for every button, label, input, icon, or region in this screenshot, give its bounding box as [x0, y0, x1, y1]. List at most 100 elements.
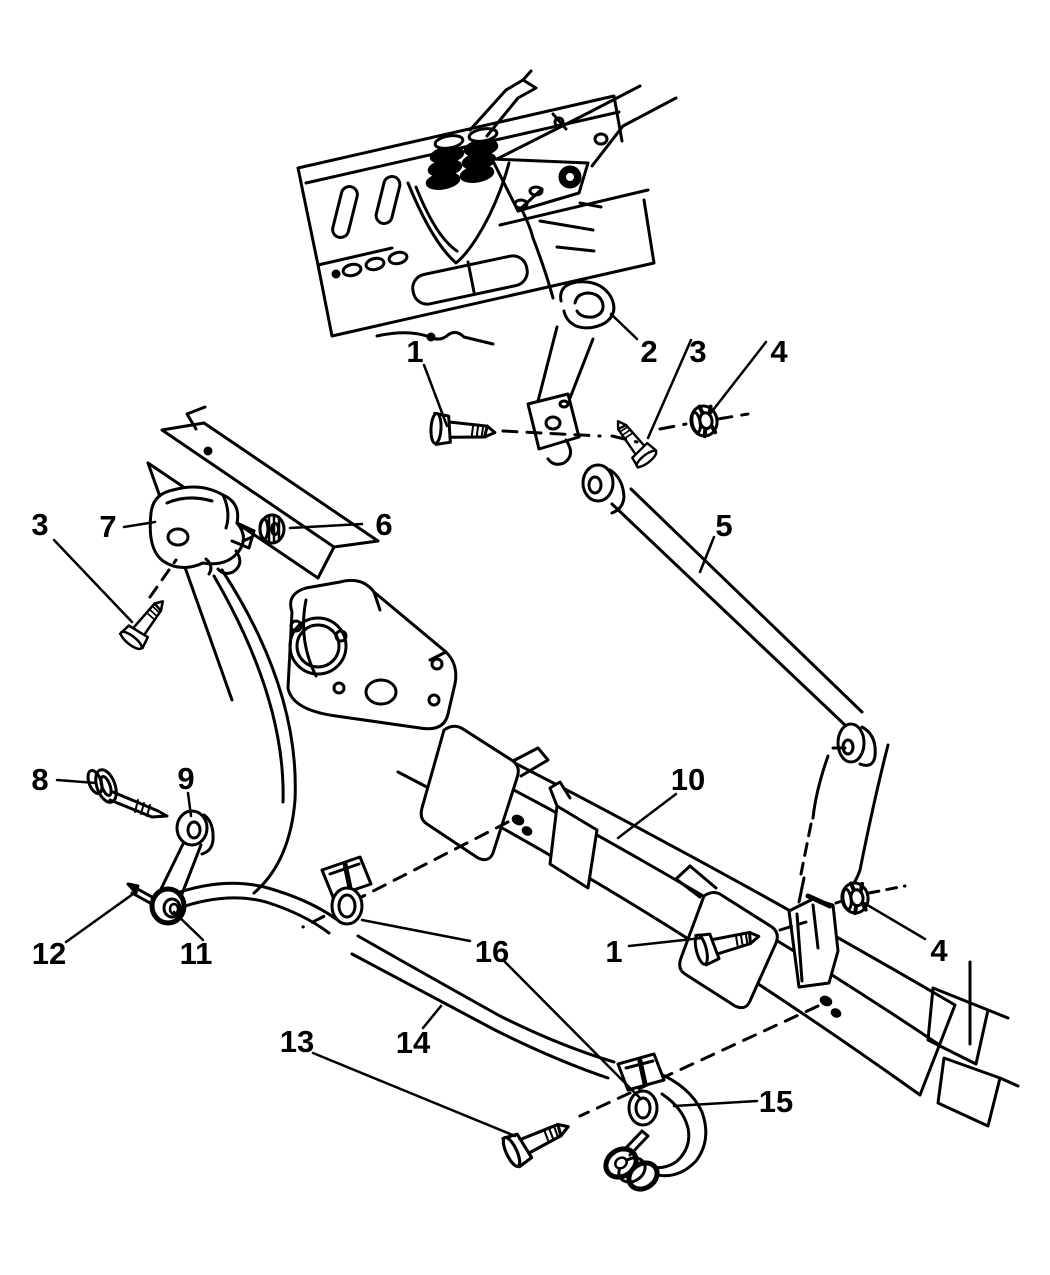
nut-6-axis-dashed [241, 533, 259, 543]
bar-link-left [126, 809, 215, 926]
bracket-7-inner [165, 493, 230, 530]
jounce-bumpers [425, 69, 538, 190]
leader-line [627, 936, 704, 948]
spring-seat-lip [548, 780, 599, 890]
callout-number[interactable]: 4 [770, 334, 788, 369]
axle-beam-hole [511, 814, 525, 826]
callout-number[interactable]: 3 [689, 334, 706, 369]
link-upper-bushing-hole [186, 820, 202, 840]
callout-12[interactable]: 12 [32, 892, 135, 971]
callout-number[interactable]: 15 [759, 1084, 793, 1119]
bolt-8-threads [134, 799, 151, 817]
frame-rail-hole [364, 256, 386, 272]
rail-bracket-7 [117, 485, 286, 654]
link-15-bushing-hole [614, 1156, 628, 1170]
leader-line [708, 340, 768, 416]
callout-number[interactable]: 10 [671, 762, 705, 797]
axle-beam-hole [521, 826, 533, 836]
frame-edge-dot [426, 332, 436, 342]
upper-mount-plate [406, 157, 590, 300]
axle-plate-hole [332, 681, 346, 695]
callout-number[interactable]: 9 [177, 761, 194, 796]
callout-2[interactable]: 2 [609, 312, 658, 369]
callout-number[interactable]: 1 [406, 334, 423, 369]
callout-4-top[interactable]: 4 [708, 334, 788, 416]
leader-line [646, 338, 693, 440]
leader-line [503, 960, 643, 1101]
bracket-hook-outline [559, 280, 616, 330]
bracket-plate-inner [795, 903, 820, 983]
callout-number[interactable]: 3 [31, 507, 48, 542]
bracket-stud [805, 893, 833, 909]
axle-plate-contours [302, 590, 448, 678]
stabilizer-bar-lower-edge [174, 896, 691, 1170]
bracket-7-outline [148, 485, 245, 569]
frame-edge-line [375, 330, 495, 346]
callout-number[interactable]: 12 [32, 936, 66, 971]
leader-line [698, 535, 716, 574]
bumper-rib [425, 172, 461, 190]
callout-number[interactable]: 13 [280, 1024, 314, 1059]
callout-number[interactable]: 2 [640, 334, 657, 369]
callout-number[interactable]: 8 [31, 762, 48, 797]
track-bar-upper-bushing-hole [587, 475, 603, 495]
callout-1-bottom[interactable]: 1 [605, 934, 704, 969]
link-lower-bushing-hole [168, 902, 180, 916]
callout-1-top[interactable]: 1 [406, 334, 449, 428]
callout-number[interactable]: 7 [99, 509, 116, 544]
callout-8[interactable]: 8 [31, 762, 98, 797]
leader-line [186, 791, 193, 818]
link-upper-bushing-9 [175, 809, 209, 847]
bolt-8-tip [150, 809, 169, 819]
axle-plate-large-hole [288, 616, 348, 676]
bracket-base-hole [558, 399, 570, 409]
callout-6[interactable]: 6 [288, 507, 393, 542]
callout-number[interactable]: 4 [930, 933, 948, 968]
top-fastener-row [428, 401, 750, 471]
callout-number[interactable]: 16 [475, 934, 509, 969]
callout-16[interactable]: 16 [360, 918, 643, 1101]
callout-3-left[interactable]: 3 [31, 507, 134, 624]
link-lower-bushing-rib [162, 897, 182, 919]
bar-clamp-16-lower [616, 1052, 666, 1127]
mount-plate-edge [516, 187, 544, 213]
frame-rail-dot [331, 269, 341, 279]
bumper-cap [433, 134, 465, 150]
callout-number[interactable]: 6 [375, 507, 392, 542]
callout-9[interactable]: 9 [177, 761, 195, 818]
callout-11[interactable]: 11 [172, 910, 213, 971]
bolt-1-axis-dashed [778, 920, 808, 932]
leader-line [360, 918, 472, 943]
rib-nut-6 [258, 513, 286, 545]
axle-plate-center-hole [364, 678, 398, 706]
callout-14[interactable]: 14 [396, 1004, 443, 1060]
bolt-8-shank [108, 790, 160, 819]
callout-number[interactable]: 1 [605, 934, 622, 969]
bumper-arm [468, 69, 538, 138]
axle-plate-hole [427, 693, 441, 707]
left-rail-dot [203, 446, 213, 456]
spring-seat-flap [674, 864, 718, 899]
callout-3-top[interactable]: 3 [646, 334, 707, 440]
cable-line [212, 568, 297, 895]
link-body [159, 842, 203, 901]
callout-15[interactable]: 15 [672, 1084, 793, 1119]
leader-line [288, 522, 364, 530]
callout-13[interactable]: 13 [280, 1024, 517, 1138]
callout-7[interactable]: 7 [99, 509, 157, 544]
callout-number[interactable]: 11 [180, 936, 213, 971]
callout-number[interactable]: 5 [715, 508, 732, 543]
leader-line [862, 901, 927, 941]
callout-4-right[interactable]: 4 [862, 901, 948, 968]
bracket-arm-hidden [799, 822, 813, 876]
callout-10[interactable]: 10 [616, 762, 705, 840]
spring-seat-bands [419, 724, 779, 1010]
callout-number[interactable]: 14 [396, 1025, 431, 1060]
callout-5[interactable]: 5 [698, 508, 733, 574]
axle-bracket-right [787, 743, 907, 989]
hex-bolt-1-top [428, 411, 498, 449]
callouts-layer: 1 2 3 4 5 6 7 3 [31, 312, 948, 1138]
link-stud-12-tip [126, 882, 140, 895]
